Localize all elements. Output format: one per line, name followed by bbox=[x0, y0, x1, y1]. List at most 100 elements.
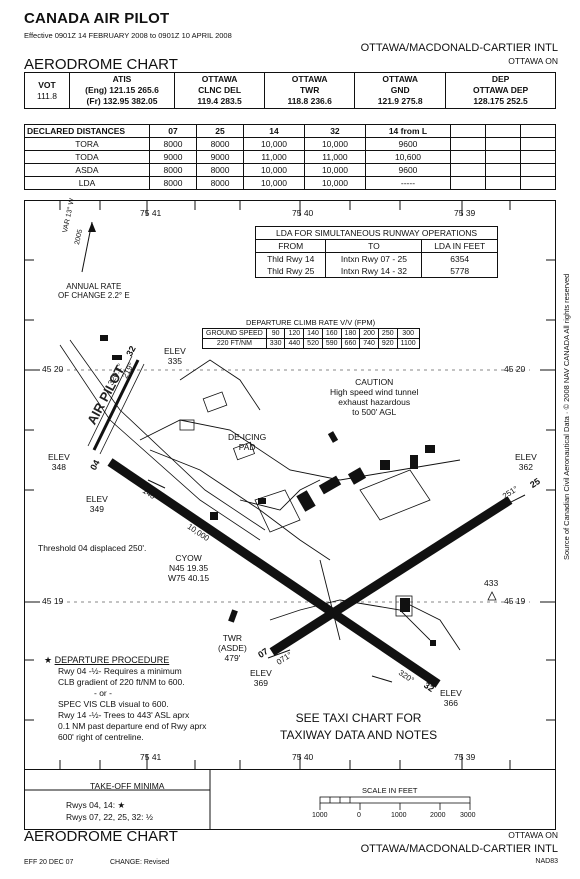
latitude-label: 45 20 bbox=[42, 364, 64, 374]
lda-col-to: TO bbox=[325, 239, 423, 253]
atis-eng: (Eng) 121.15 265.6 bbox=[85, 85, 159, 95]
lda-cell: 5778 bbox=[421, 265, 498, 278]
footer-change: CHANGE: Revised bbox=[110, 859, 170, 866]
frame-ticks bbox=[24, 200, 556, 770]
scale-label: 0 bbox=[357, 812, 361, 819]
apron-outlines bbox=[179, 391, 431, 617]
departure-text: Rwy 04 -½- Requires a minimum CLB gradie… bbox=[44, 666, 244, 743]
clb-cell: 140 bbox=[303, 328, 323, 339]
latitude-label: 45 19 bbox=[504, 596, 526, 606]
longitude-label: 75 40 bbox=[292, 752, 314, 762]
runway-14-32 bbox=[107, 458, 441, 688]
magnetic-north-arrow bbox=[81, 221, 96, 273]
scale-label: 1000 bbox=[312, 812, 328, 819]
chart-name: AERODROME CHART bbox=[24, 56, 178, 73]
lda-cell: Thld Rwy 25 bbox=[254, 265, 327, 278]
declared-distances-table: DECLARED DISTANCES 07 25 14 32 14 from L… bbox=[24, 124, 556, 190]
latitude-label: 45 19 bbox=[42, 596, 64, 606]
elevation-label: ELEV 362 bbox=[515, 452, 537, 472]
departure-line: Rwy 14 -½- Trees to 443' ASL aprx bbox=[58, 710, 190, 720]
lda-cell: Intxn Rwy 07 - 25 bbox=[325, 252, 423, 265]
latitude-label: 45 20 bbox=[504, 364, 526, 374]
obstacle-icon bbox=[487, 591, 497, 601]
dd-cell: ----- bbox=[364, 176, 452, 190]
clb-cell: 120 bbox=[284, 328, 305, 339]
annual-rate-note: ANNUAL RATE OF CHANGE 2.2° E bbox=[58, 282, 130, 300]
table-row: GROUND SPEED 90 120 140 160 180 200 250 … bbox=[202, 328, 420, 339]
heading-arrows bbox=[147, 479, 526, 683]
elevation-label: ELEV 348 bbox=[48, 452, 70, 472]
dd-empty bbox=[520, 176, 556, 190]
takeoff-minima-line: Rwys 07, 22, 25, 32: ½ bbox=[66, 812, 153, 822]
lda-simultaneous-table: LDA FOR SIMULTANEOUS RUNWAY OPERATIONS F… bbox=[254, 226, 498, 278]
lda-col-lda: LDA IN FEET bbox=[421, 239, 498, 253]
atis-fr: (Fr) 132.95 382.05 bbox=[86, 96, 158, 106]
terminal-buildings bbox=[100, 335, 436, 646]
departure-line: Rwy 04 -½- Requires a minimum bbox=[58, 666, 182, 676]
gnd-label2: GND bbox=[390, 85, 410, 95]
aerodrome-map-frame bbox=[24, 200, 556, 770]
publication-title: CANADA AIR PILOT bbox=[24, 10, 170, 27]
caution-note: CAUTION High speed wind tunnel exhaust h… bbox=[330, 377, 419, 417]
clb-cell: 520 bbox=[303, 338, 323, 349]
clb-cell: 160 bbox=[321, 328, 342, 339]
taxi-chart-note: SEE TAXI CHART FOR TAXIWAY DATA AND NOTE… bbox=[280, 711, 438, 742]
dep-label: DEP bbox=[491, 74, 510, 84]
lda-title: LDA FOR SIMULTANEOUS RUNWAY OPERATIONS bbox=[255, 226, 498, 240]
clb-cell: 590 bbox=[321, 338, 342, 349]
chart-name-footer: AERODROME CHART bbox=[24, 828, 178, 845]
dd-row-label: LDA bbox=[24, 176, 150, 190]
footer-effective: EFF 20 DEC 07 bbox=[24, 859, 74, 866]
climb-rate-title: DEPARTURE CLIMB RATE V/V (FPM) bbox=[246, 318, 376, 327]
climb-rate-table: GROUND SPEED 90 120 140 160 180 200 250 … bbox=[202, 328, 420, 349]
table-row: Thld Rwy 25 Intxn Rwy 14 - 32 5778 bbox=[254, 265, 498, 278]
tower-label: TWR (ASDE) 479' bbox=[218, 633, 247, 663]
elevation-label: ELEV 335 bbox=[164, 346, 186, 366]
elevation-label: ELEV 349 bbox=[86, 494, 108, 514]
clb-cell: 1100 bbox=[396, 338, 420, 349]
departure-title-row: ★ DEPARTURE PROCEDURE bbox=[44, 655, 170, 665]
scale-label: 1000 bbox=[391, 812, 407, 819]
scale-label: 2000 bbox=[430, 812, 446, 819]
table-row: LDA 8000 8000 10,000 10,000 ----- bbox=[24, 176, 556, 190]
longitude-label: 75 39 bbox=[454, 208, 476, 218]
table-row: 220 FT/NM 330 440 520 590 660 740 920 11… bbox=[202, 338, 420, 349]
clb-row-label: 220 FT/NM bbox=[202, 338, 267, 349]
dd-cell: 8000 bbox=[196, 176, 245, 190]
twr-label2: TWR bbox=[299, 85, 320, 95]
bottom-panel bbox=[24, 770, 556, 830]
twr-label: OTTAWA bbox=[291, 74, 328, 84]
longitude-label: 75 41 bbox=[140, 208, 162, 218]
obstacle-height: 433 bbox=[484, 578, 499, 588]
scale-title: SCALE IN FEET bbox=[362, 786, 418, 795]
aerodrome-reference-point: CYOW N45 19.35 W75 40.15 bbox=[168, 553, 210, 583]
table-row: TORA 8000 8000 10,000 10,000 9600 bbox=[24, 137, 556, 151]
longitude-label: 75 40 bbox=[292, 208, 314, 218]
vot-value: 111.8 bbox=[36, 90, 57, 101]
dep-cell: DEP OTTAWA DEP 128.175 252.5 bbox=[445, 72, 556, 109]
twr-cell: OTTAWA TWR 118.8 236.6 bbox=[264, 72, 356, 109]
lda-cell: Thld Rwy 14 bbox=[254, 252, 327, 265]
departure-line: 600' right of centreline. bbox=[58, 732, 144, 742]
longitude-label: 75 39 bbox=[454, 752, 476, 762]
departure-line: 0.1 NM past departure end of Rwy aprx bbox=[58, 721, 207, 731]
departure-line: - or - bbox=[94, 688, 112, 698]
airport-name-footer: OTTAWA/MACDONALD-CARTIER INTL bbox=[360, 843, 558, 855]
scale-bar bbox=[319, 796, 471, 810]
departure-procedure: ★ DEPARTURE PROCEDURE Rwy 04 -½- Require… bbox=[44, 655, 244, 743]
dep-value: 128.175 252.5 bbox=[473, 96, 528, 106]
clb-cell: 330 bbox=[265, 338, 286, 349]
lda-cell: Intxn Rwy 14 - 32 bbox=[325, 265, 423, 278]
clb-cell: 300 bbox=[396, 328, 420, 339]
scale-label: 3000 bbox=[460, 812, 476, 819]
elevation-label: ELEV 369 bbox=[250, 668, 272, 688]
departure-line: SPEC VIS CLB visual to 600. bbox=[58, 699, 169, 709]
airport-city: OTTAWA ON bbox=[508, 56, 558, 66]
clb-cell: 740 bbox=[359, 338, 379, 349]
departure-title: DEPARTURE PROCEDURE bbox=[54, 655, 170, 665]
deicing-pad-label: DE-ICING PAD bbox=[228, 432, 267, 452]
gnd-cell: OTTAWA GND 121.9 275.8 bbox=[354, 72, 447, 109]
clb-cell: 200 bbox=[359, 328, 379, 339]
clnc-value: 119.4 283.5 bbox=[197, 96, 242, 106]
frequency-table: VOT 111.8 ATIS (Eng) 121.15 265.6 (Fr) 1… bbox=[24, 72, 556, 109]
